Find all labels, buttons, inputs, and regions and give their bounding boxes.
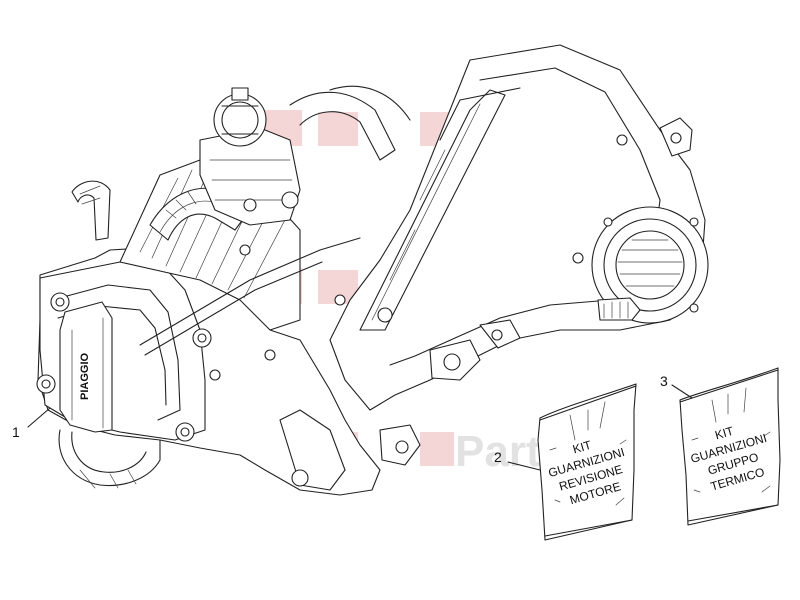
callout-1[interactable]: 1 <box>12 407 51 440</box>
engine-assembly[interactable]: PIAGGIO <box>36 44 709 496</box>
callout-2-label: 2 <box>494 449 502 465</box>
callout-3[interactable]: 3 <box>660 373 693 399</box>
callout-2[interactable]: 2 <box>494 449 541 471</box>
cover-logo-text: PIAGGIO <box>79 352 91 400</box>
package-2-line-1: KIT <box>571 438 593 457</box>
callout-1-label: 1 <box>12 424 20 440</box>
gasket-kit-thermal-package[interactable]: KIT GUARNIZIONI GRUPPO TERMICO <box>679 367 781 526</box>
callout-3-label: 3 <box>660 373 668 389</box>
gasket-kit-engine-package[interactable]: KIT GUARNIZIONI REVISIONE MOTORE <box>537 383 637 541</box>
package-3-line-1: KIT <box>713 424 735 443</box>
